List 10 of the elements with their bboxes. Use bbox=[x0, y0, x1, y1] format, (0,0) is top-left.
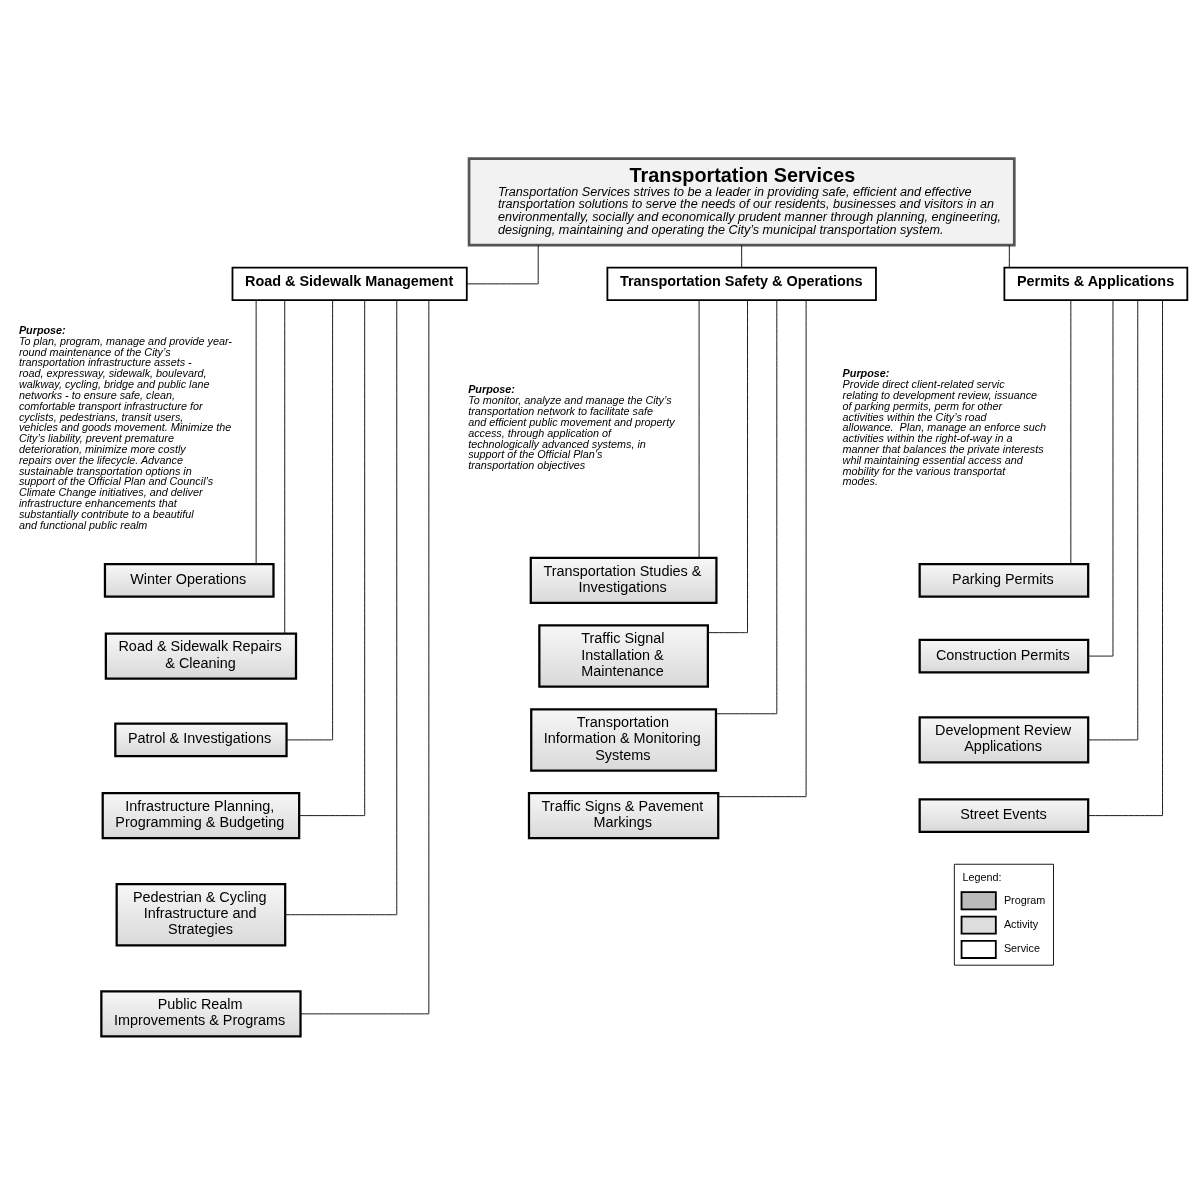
legend-label: Service bbox=[1003, 941, 1040, 954]
node-label: Purpose: bbox=[18, 323, 66, 336]
legend-label: Program bbox=[1003, 893, 1046, 906]
node-label: Purpose: bbox=[842, 366, 890, 379]
label: Legend: bbox=[962, 870, 1002, 883]
node-label: Provide direct client-related servic relating to development review, issuance of parking permits, perm for other activities within the City’s road allowance. Plan, manage an enforce such activities within the right-of-way in a manner that balances the private interests whil maintaining essential access and mobility for the various transportat modes. bbox=[842, 377, 1047, 487]
legend-label: Activity bbox=[1003, 917, 1039, 930]
node-label: To plan, program, manage and provide year-round maintenance of the City’s transportation infrastructure assets - road, expressway, sidewalk, boulevard, walkway, cycling, bridge and public lane networks - to ensure safe, clean, comfortable transport infrastructure for cyclists, pedestrians, transit users, vehicles and goods movement. Minimize the City’s liability, prevent premature deterioration, minimize more costly repairs over the lifecycle. Advance sustainable transportation options in support of the Official Plan and Council’s Climate Change initiatives, and deliver infrastructure enhancements that substantially contribute to a beautiful and functional public realm bbox=[18, 334, 232, 531]
node-label: To monitor, analyze and manage the City’s transportation network to facilitate safe and efficient public movement and property access, through application of technologically advanced systems, in support of the Official Plan’s transportation objectives bbox=[468, 393, 675, 471]
node-label: Purpose: bbox=[468, 382, 515, 395]
